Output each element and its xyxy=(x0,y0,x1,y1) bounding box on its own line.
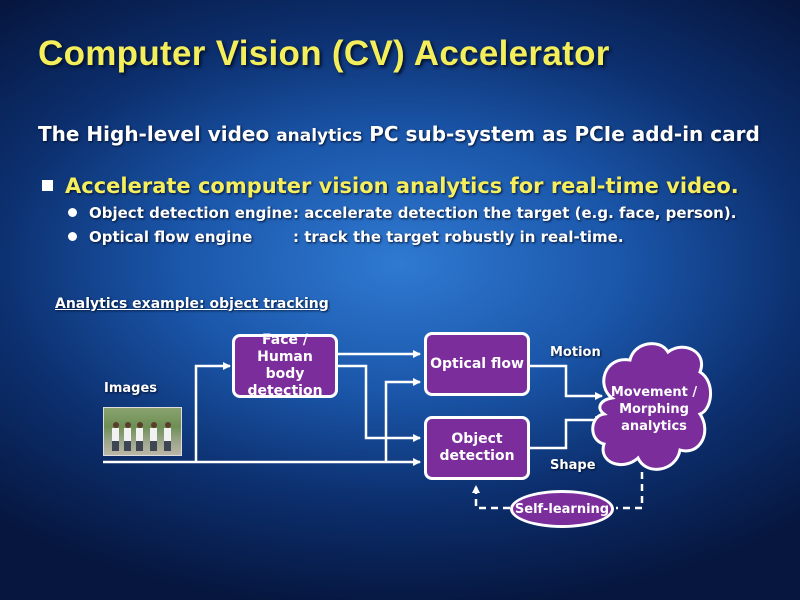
subtitle-part-3: PC sub-system as PCIe add-in card xyxy=(362,122,760,146)
example-caption: Analytics example: object tracking xyxy=(55,296,329,312)
cloud-shape xyxy=(591,342,712,471)
slide-subtitle: The High-level video analytics PC sub-sy… xyxy=(38,122,760,146)
pedestrians-photo xyxy=(103,407,182,456)
sub-bullet-term: Object detection engine xyxy=(89,204,293,222)
sub-bullet-object-detection: Object detection engine: accelerate dete… xyxy=(68,204,736,222)
round-bullet-icon xyxy=(68,208,77,217)
motion-arrow xyxy=(530,364,603,400)
round-bullet-icon xyxy=(68,232,77,241)
sub-bullet-optical-flow: Optical flow engine : track the target ro… xyxy=(68,228,624,246)
sub-bullet-desc: : accelerate detection the target (e.g. … xyxy=(293,204,737,222)
motion-label: Motion xyxy=(550,345,601,360)
subtitle-part-2: analytics xyxy=(276,126,363,146)
object-detection-box: Object detection xyxy=(424,416,530,480)
slide-title: Computer Vision (CV) Accelerator xyxy=(38,34,610,73)
shape-label: Shape xyxy=(550,458,596,473)
shape-arrow xyxy=(530,416,603,450)
face-detection-box: Face / Human body detection xyxy=(232,332,338,399)
face-to-object-arrow xyxy=(338,364,421,442)
images-label: Images xyxy=(104,381,158,396)
sub-bullet-term: Optical flow engine xyxy=(89,228,253,246)
feed-to-optical-arrow xyxy=(384,378,421,462)
sub-bullet-desc: : track the target robustly in real-time… xyxy=(293,228,624,246)
subtitle-part-1: The High-level video xyxy=(38,122,277,146)
square-bullet-icon xyxy=(42,179,53,191)
main-bullet-text: Accelerate computer vision analytics for… xyxy=(65,174,739,198)
self-learning-ellipse: Self-learning xyxy=(510,490,614,528)
main-bullet: Accelerate computer vision analytics for… xyxy=(42,174,739,198)
images-to-face-arrow xyxy=(194,362,231,462)
optical-flow-box: Optical flow xyxy=(424,332,530,396)
movement-analytics-label: Movement / Morphing analytics xyxy=(610,385,698,434)
cloud-to-self-learning-dashed xyxy=(616,472,644,510)
self-learning-to-object-dashed xyxy=(472,485,510,510)
